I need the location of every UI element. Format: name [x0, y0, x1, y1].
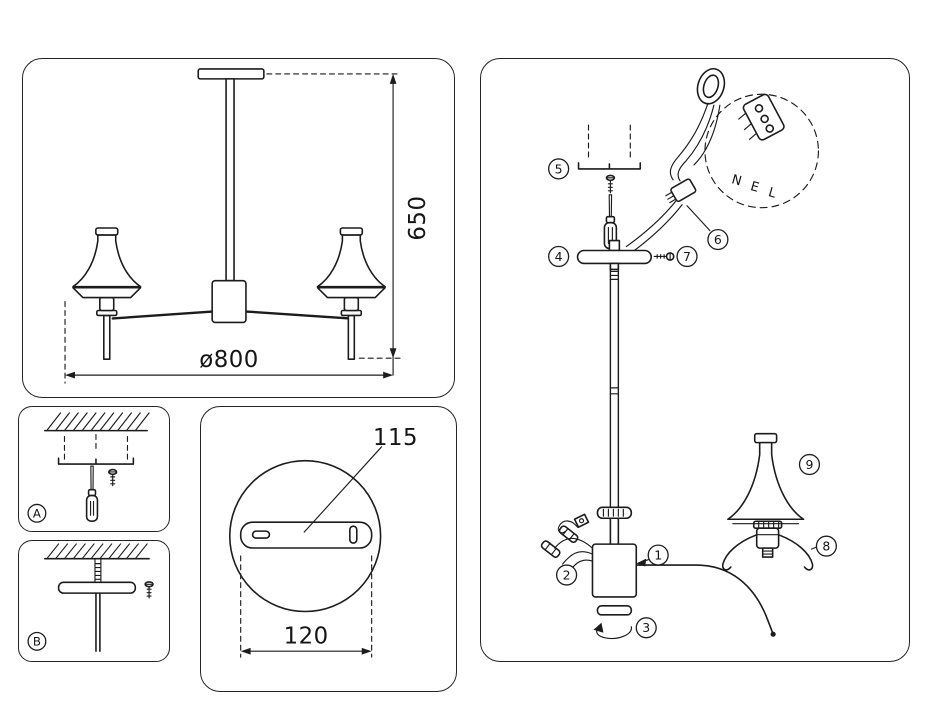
label-b-text: B [33, 634, 41, 648]
ceiling-detail-b [44, 543, 154, 652]
rotate-arrow-icon [593, 622, 632, 639]
callout-6: 6 [707, 228, 729, 251]
left-arm [111, 310, 214, 320]
lamp-socket [721, 520, 818, 571]
screw-icon [605, 174, 616, 194]
lamp-arm [635, 564, 774, 634]
svg-text:9: 9 [806, 457, 814, 472]
hanging-rod [95, 592, 101, 652]
callout-1: 1 [647, 544, 669, 566]
wires [625, 102, 721, 252]
callout-4: 4 [548, 245, 570, 268]
wire-label-n: N [730, 172, 743, 189]
slot-right [349, 525, 358, 544]
panel-overview: 650 ø800 [22, 58, 455, 398]
center-rod [609, 265, 620, 510]
center-body-assembly [591, 506, 638, 616]
screw-icon [107, 468, 118, 487]
canopy-plate [57, 581, 137, 594]
canopy [576, 239, 653, 271]
right-lamp [316, 227, 386, 361]
hole-dimension-label: 115 [373, 425, 418, 451]
height-dimension-label: 650 [405, 195, 431, 240]
panel-assembly: N E L [480, 58, 910, 662]
mounting-strap [57, 457, 135, 465]
ceiling-hatch [46, 543, 148, 560]
svg-text:3: 3 [642, 620, 650, 635]
callout-3: 3 [635, 617, 657, 639]
panel-bracket: 115 120 [200, 406, 457, 692]
bracket-diagram: 115 120 [228, 425, 418, 658]
left-lamp [72, 227, 142, 361]
bracket-bar [239, 521, 373, 549]
callout-2: 2 [555, 564, 578, 586]
dimension-lines [64, 73, 402, 384]
wire-label-l: L [767, 185, 779, 202]
svg-text:2: 2 [563, 567, 571, 582]
ceiling-detail-a [44, 412, 150, 522]
label-a-badge: A [27, 503, 47, 523]
callout-9: 9 [798, 453, 821, 476]
mounting-bracket-drawing [228, 446, 383, 613]
ceiling-hatch [46, 412, 150, 432]
label-a-text: A [33, 506, 41, 520]
callout-7: 7 [676, 245, 698, 268]
svg-text:7: 7 [683, 249, 691, 264]
callout-6-leader [686, 205, 711, 232]
slot-left [251, 530, 271, 539]
svg-text:4: 4 [555, 249, 563, 264]
leader-line [303, 446, 383, 533]
right-arm [244, 310, 351, 320]
callout-5: 5 [548, 158, 570, 180]
chandelier-drawing [72, 68, 386, 361]
threaded-stud [94, 558, 102, 583]
screwdriver-icon [85, 465, 99, 522]
stem-rod [225, 78, 235, 282]
assembly-diagram: N E L [540, 67, 837, 639]
diameter-dimension-label: ø800 [199, 347, 259, 373]
svg-text:6: 6 [714, 232, 722, 247]
wiring-detail-circle [704, 93, 819, 209]
svg-text:8: 8 [822, 539, 830, 554]
wire-connector [665, 178, 697, 204]
canopy-screw-icon [653, 252, 675, 261]
svg-text:5: 5 [555, 161, 563, 176]
screw-icon [144, 581, 154, 599]
wire-label-e: E [749, 179, 761, 196]
chandelier-diagram: 650 ø800 [64, 68, 431, 384]
step-a-diagram: A [27, 412, 150, 523]
terminal-block-detail [738, 93, 785, 141]
step-b-diagram: B [27, 543, 154, 652]
ceiling-hook-icon [696, 67, 726, 105]
bracket-dimension [240, 555, 373, 658]
step5-strap [577, 124, 642, 250]
panel-step-b: B [18, 540, 170, 662]
wire-kit [540, 513, 594, 571]
width-dimension-label: 120 [284, 623, 329, 649]
ceiling-plate [197, 68, 265, 80]
center-body [211, 279, 247, 324]
label-b-badge: B [27, 631, 47, 651]
callout-8: 8 [815, 535, 837, 557]
arm-tip [770, 631, 776, 637]
panel-step-a: A [18, 406, 170, 532]
svg-text:1: 1 [654, 548, 662, 563]
lamp-shade [727, 432, 805, 525]
